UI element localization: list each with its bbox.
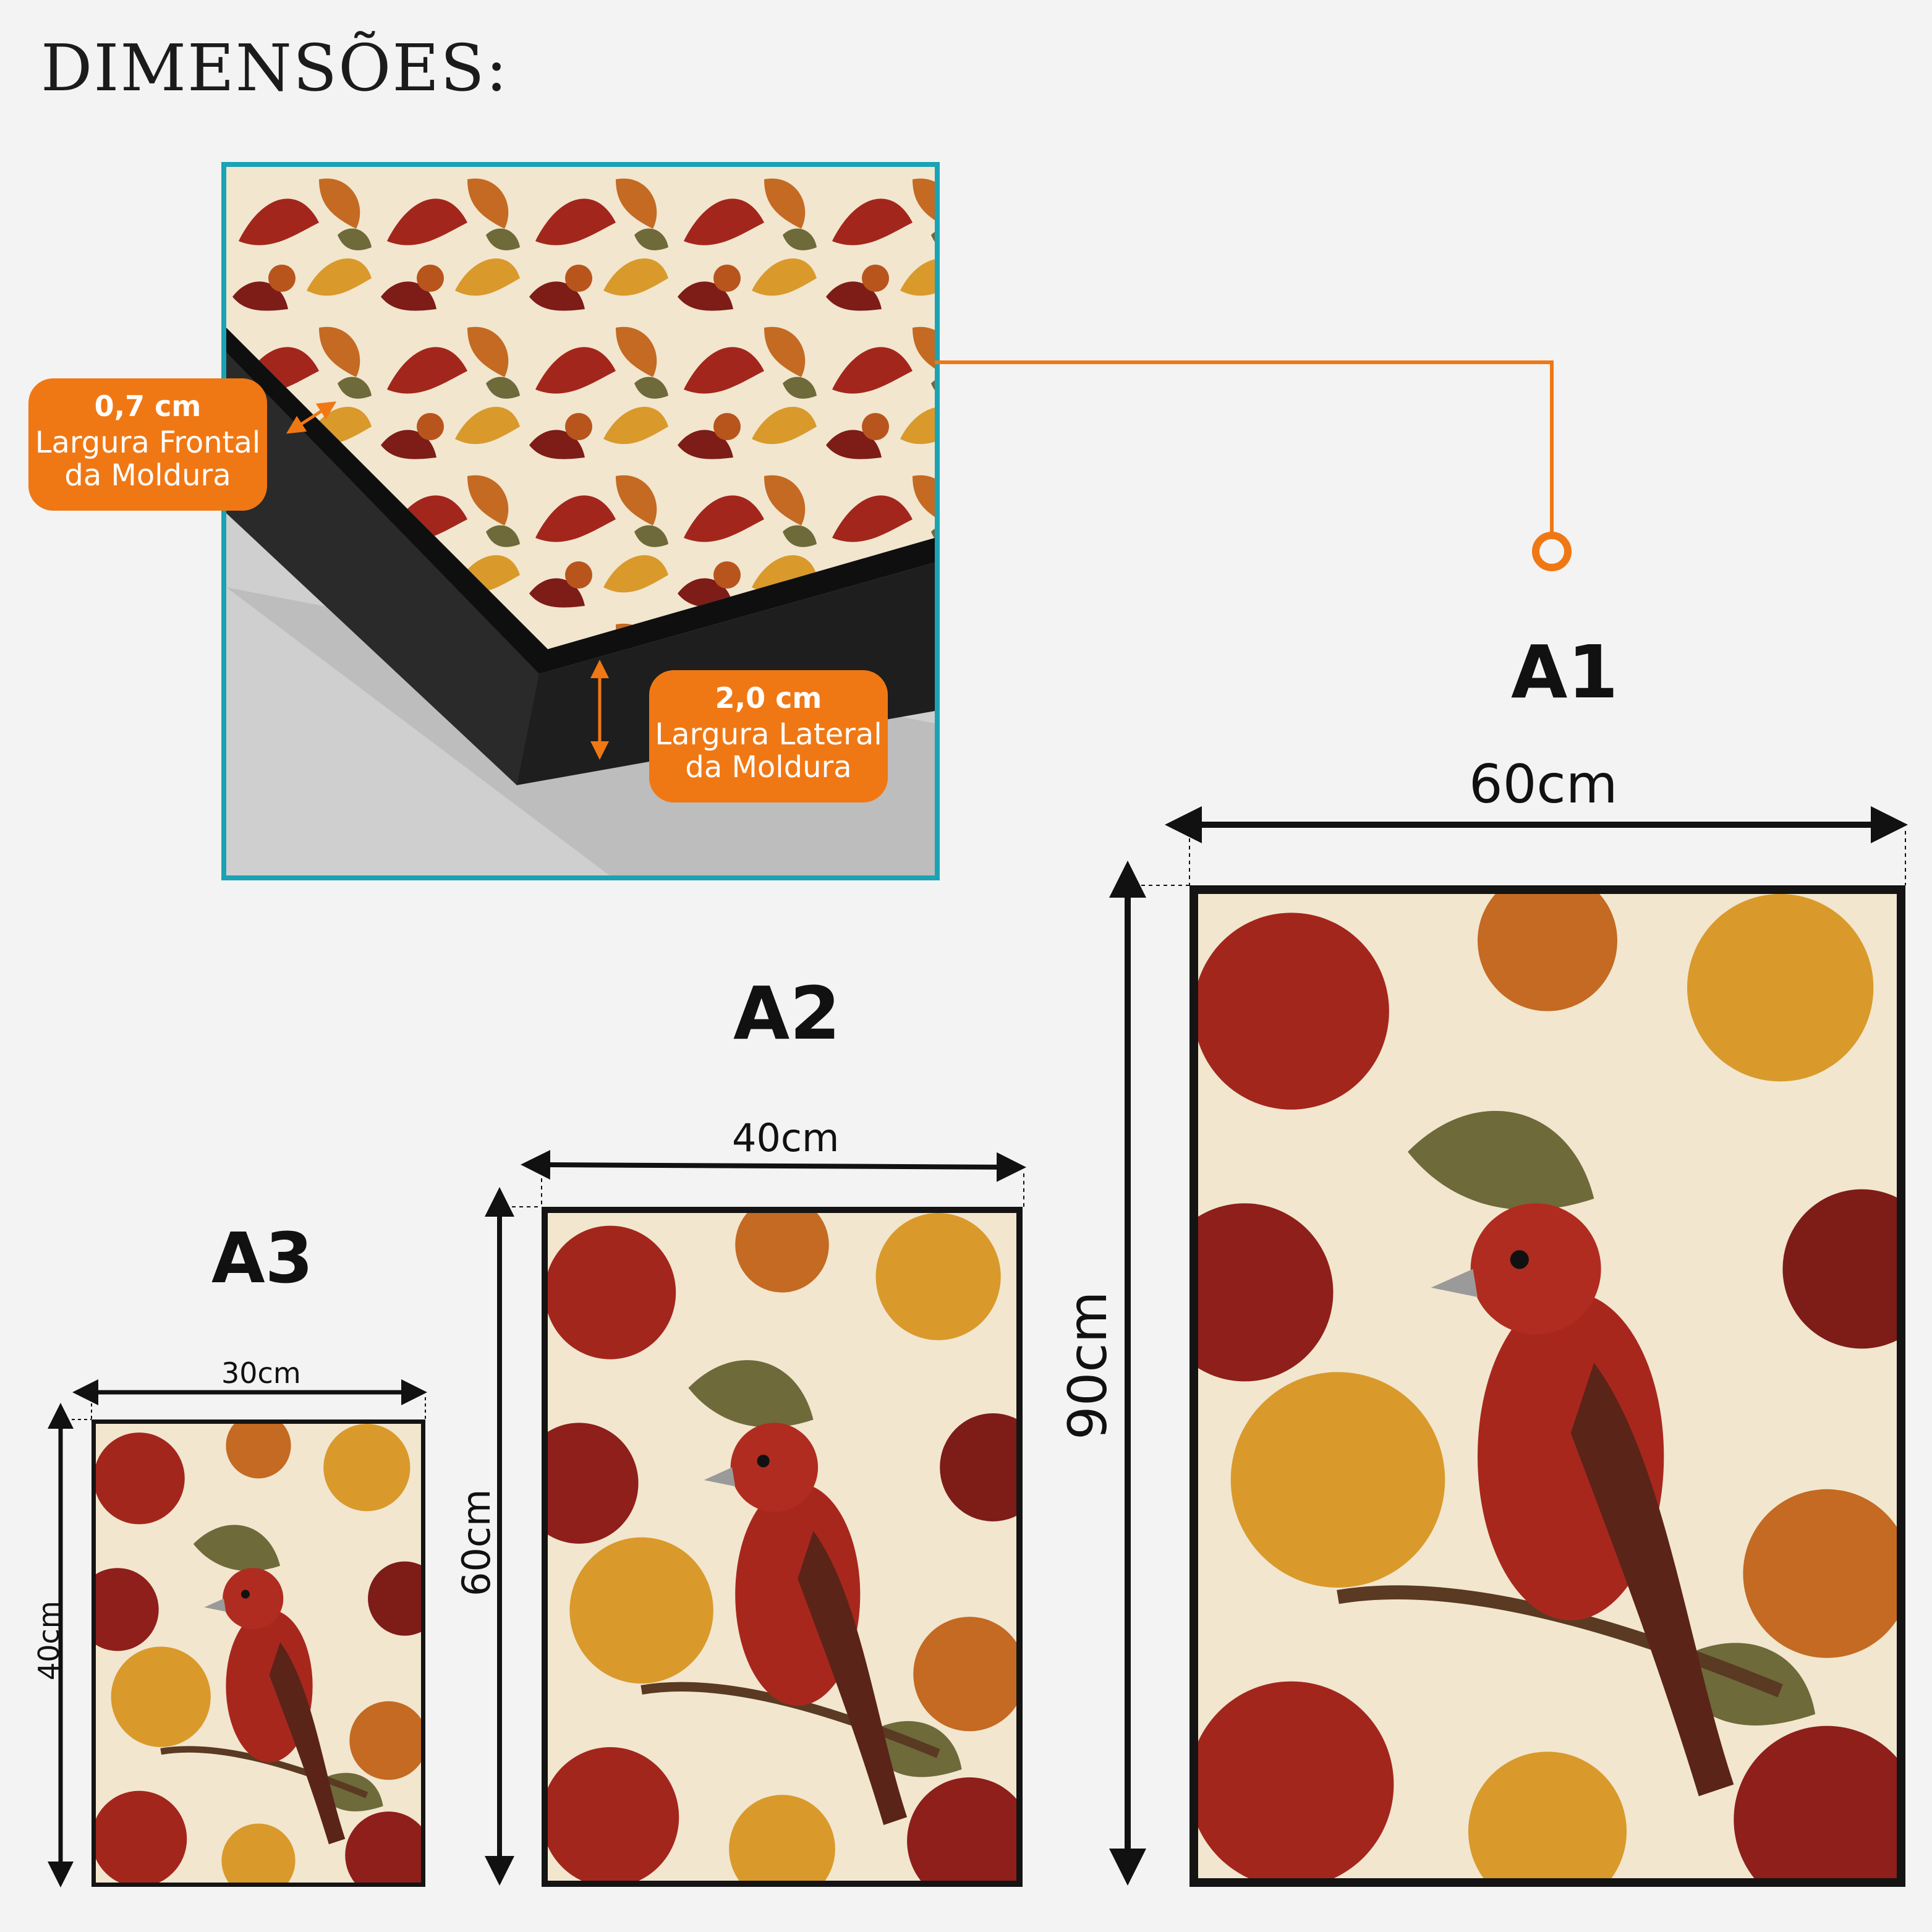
bird-figure (204, 1568, 346, 1845)
side-width-label: Largura Lateral da Moldura (655, 717, 882, 785)
size-a2-name: A2 (733, 971, 841, 1056)
front-width-callout: 0,7 cm Largura Frontal da Moldura (28, 378, 267, 511)
bird-artwork-a3 (96, 1424, 421, 1883)
bird-figure (1431, 1203, 1734, 1797)
connector-line-icon (935, 360, 1554, 539)
side-width-value: 2,0 cm (715, 681, 822, 715)
double-arrow-icon (521, 1150, 1026, 1182)
bird-figure (704, 1423, 908, 1825)
front-width-value: 0,7 cm (94, 389, 202, 423)
floral-background (548, 1213, 1016, 1881)
artwork-frame-a1 (1189, 885, 1905, 1887)
size-a3-name: A3 (211, 1219, 313, 1299)
size-a1-width: 60cm (1469, 754, 1618, 815)
artwork-frame-a2 (542, 1207, 1023, 1887)
bird-artwork-a2 (548, 1213, 1016, 1881)
front-width-label: Largura Frontal da Moldura (35, 425, 261, 493)
size-a1-name: A1 (1511, 629, 1619, 715)
side-width-callout: 2,0 cm Largura Lateral da Moldura (649, 670, 888, 802)
page-title: DIMENSÕES: (41, 30, 509, 106)
size-a3-width: 30cm (221, 1356, 301, 1390)
size-a1-height: 90cm (1057, 1291, 1119, 1440)
floral-background (96, 1424, 421, 1883)
size-a3-height: 40cm (32, 1601, 66, 1680)
size-a2-width: 40cm (732, 1115, 840, 1160)
circle-marker-icon (1532, 532, 1572, 571)
size-a2-height: 60cm (454, 1489, 499, 1596)
artwork-frame-a3 (91, 1419, 425, 1887)
bird-artwork-a1 (1198, 894, 1897, 1878)
floral-background (1198, 894, 1897, 1878)
